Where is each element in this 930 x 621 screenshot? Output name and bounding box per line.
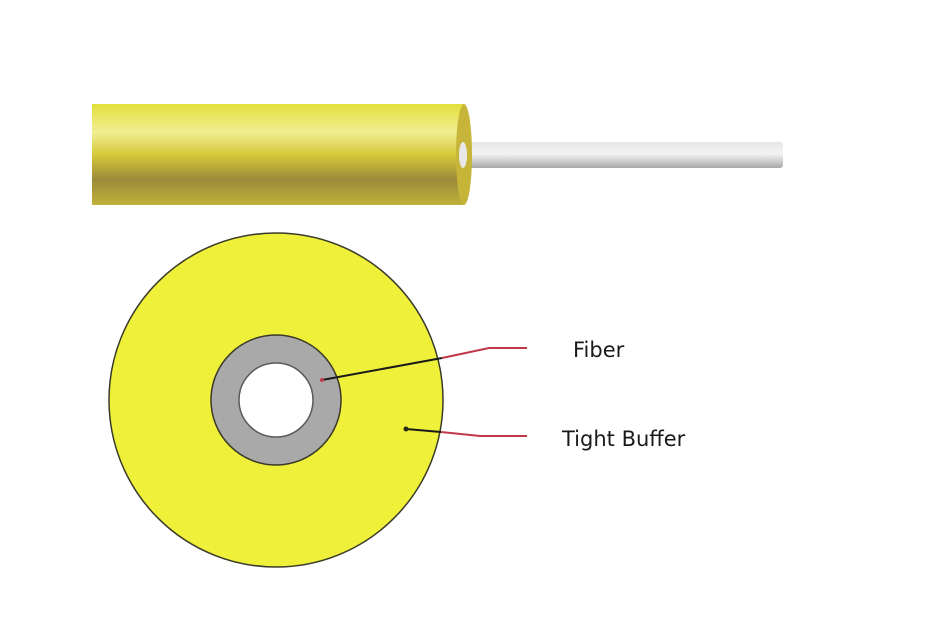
tight-buffer-leader-line	[403, 426, 527, 437]
fiber-label: Fiber	[573, 338, 625, 362]
fiber-core	[238, 362, 314, 438]
yellow-jacket	[92, 104, 464, 205]
fiber-leader-line	[320, 347, 527, 382]
fiber-rod-end	[459, 142, 467, 168]
cable-cross-section	[108, 232, 444, 568]
cable-side-view	[92, 104, 783, 205]
tight-buffer-label: Tight Buffer	[561, 427, 686, 451]
fiber-rod	[462, 142, 783, 168]
